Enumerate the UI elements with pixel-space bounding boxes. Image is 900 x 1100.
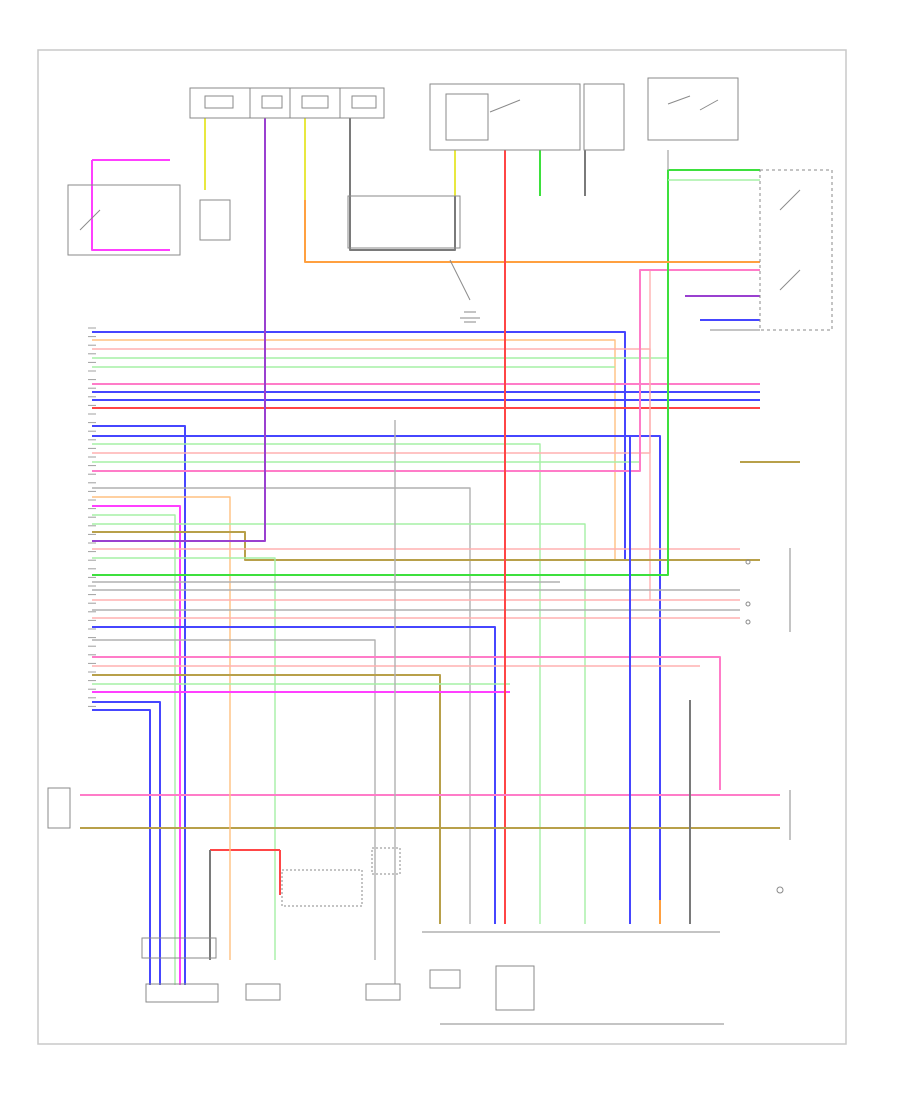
wire-orange-43 (304, 200, 760, 263)
wire-lt_green-23 (92, 557, 276, 960)
selector-assembly (759, 169, 833, 331)
wire-lt_orange-1 (92, 339, 616, 560)
wire-layer (80, 118, 800, 985)
vss-connector (245, 869, 363, 1001)
wire-magenta-53 (91, 160, 170, 251)
diagram-border (37, 49, 847, 1045)
wire-olive-20 (92, 531, 760, 561)
left-lower-sensor (47, 787, 71, 829)
start-switch (647, 77, 739, 141)
wire-olive-34 (92, 674, 441, 924)
sensor-connector-2 (365, 847, 401, 1001)
wire-pink-14 (92, 269, 760, 472)
right-lower-sensor (776, 790, 791, 894)
mid-switch (347, 195, 476, 313)
wire-grey-15 (92, 487, 471, 924)
wire-violet-21 (92, 118, 266, 542)
wire-blue-9 (92, 425, 186, 985)
ignition-relay (429, 83, 625, 151)
solenoid-block (422, 931, 724, 1025)
wire-pink-32 (92, 656, 721, 790)
wire-magenta-17 (92, 505, 181, 985)
wire-green-24 (92, 169, 760, 576)
tcm-bottom-connector (141, 937, 219, 1003)
wire-lt_green-18 (92, 514, 176, 985)
wire-lt_orange-16 (92, 496, 231, 780)
wire-lt_pink-12 (92, 270, 651, 454)
wire-blk-42 (349, 118, 456, 251)
wire-blue-10 (92, 435, 661, 924)
wire-lt_green-3 (92, 357, 669, 558)
wire-lt_green-11 (92, 443, 541, 924)
cluster-block (745, 548, 791, 632)
wire-blue-0 (92, 331, 745, 561)
wire-blue-30 (92, 626, 496, 924)
fuse-block (189, 87, 385, 119)
wire-lt_green-19 (92, 523, 586, 924)
wire-blue-37 (92, 701, 161, 985)
wire-blue-38 (92, 709, 151, 985)
wire-grey-31 (92, 639, 376, 960)
ground-symbol (460, 317, 480, 323)
left-upper-sensor (67, 184, 231, 256)
